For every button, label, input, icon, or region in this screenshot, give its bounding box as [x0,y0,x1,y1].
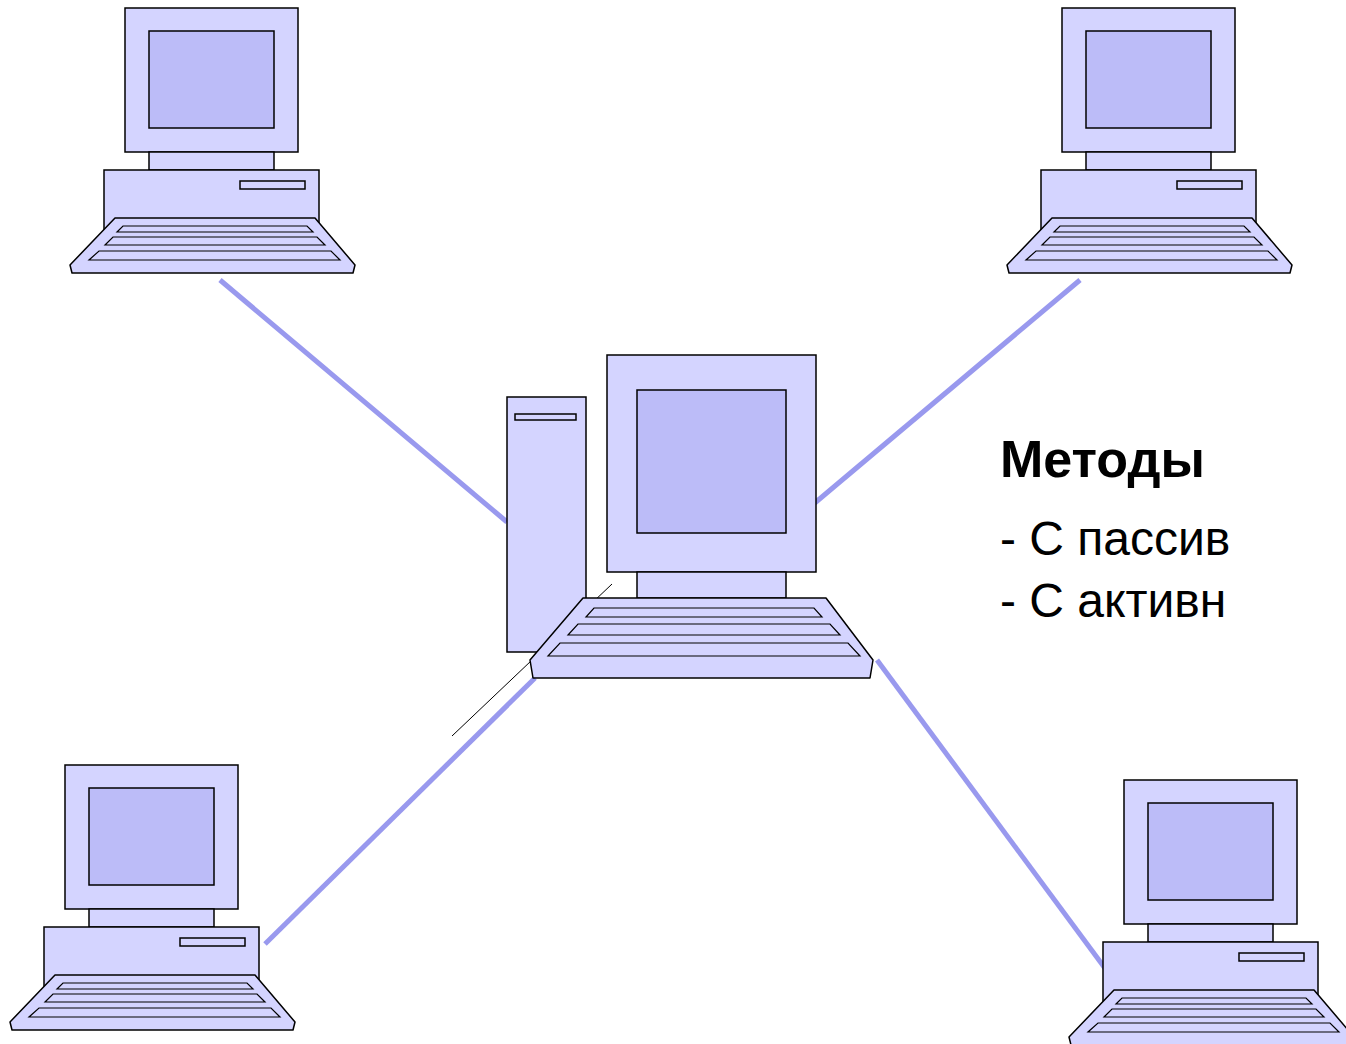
list-heading: Методы [1000,428,1230,490]
list-item: - С пассив [1000,508,1230,570]
monitor-stand [1086,152,1211,170]
screen [1086,31,1211,128]
key-row [45,994,265,1002]
key-row [568,624,840,635]
workstation [70,8,355,273]
monitor-stand [1148,924,1273,942]
central-computer [452,355,873,736]
key-row [29,1008,280,1017]
key-row [1116,998,1312,1004]
screen [149,31,274,128]
network-cable [877,660,1110,975]
list-item: - С активн [1000,570,1230,632]
methods-list: Методы - С пассив- С активн [1000,428,1230,632]
drive-slot [1177,181,1242,189]
workstation [1069,780,1346,1044]
drive-slot [515,414,576,420]
key-row [117,226,313,232]
screen [637,390,786,533]
monitor [125,8,298,152]
keyboard [70,218,355,273]
monitor-stand [149,152,274,170]
drive-slot [240,181,305,189]
key-row [1104,1009,1324,1017]
key-row [105,237,325,245]
network-cable [220,280,507,522]
key-row [1054,226,1250,232]
key-row [1088,1023,1339,1032]
key-row [1042,237,1262,245]
keyboard [1069,990,1346,1044]
key-row [89,251,340,260]
screen [89,788,214,885]
workstation [10,765,295,1030]
monitor [1124,780,1297,924]
key-row [586,608,822,617]
screen [1148,803,1273,900]
key-row [1026,251,1277,260]
key-row [57,983,253,989]
monitor [1062,8,1235,152]
workstation [1007,8,1292,273]
keyboard [1007,218,1292,273]
drive-slot [1239,953,1304,961]
key-row [548,643,860,656]
keyboard [10,975,295,1030]
monitor-stand [89,909,214,927]
monitor [607,355,816,572]
monitor-stand [637,572,786,598]
keyboard [530,598,873,678]
network-cable [265,678,535,944]
drive-slot [180,938,245,946]
monitor [65,765,238,909]
